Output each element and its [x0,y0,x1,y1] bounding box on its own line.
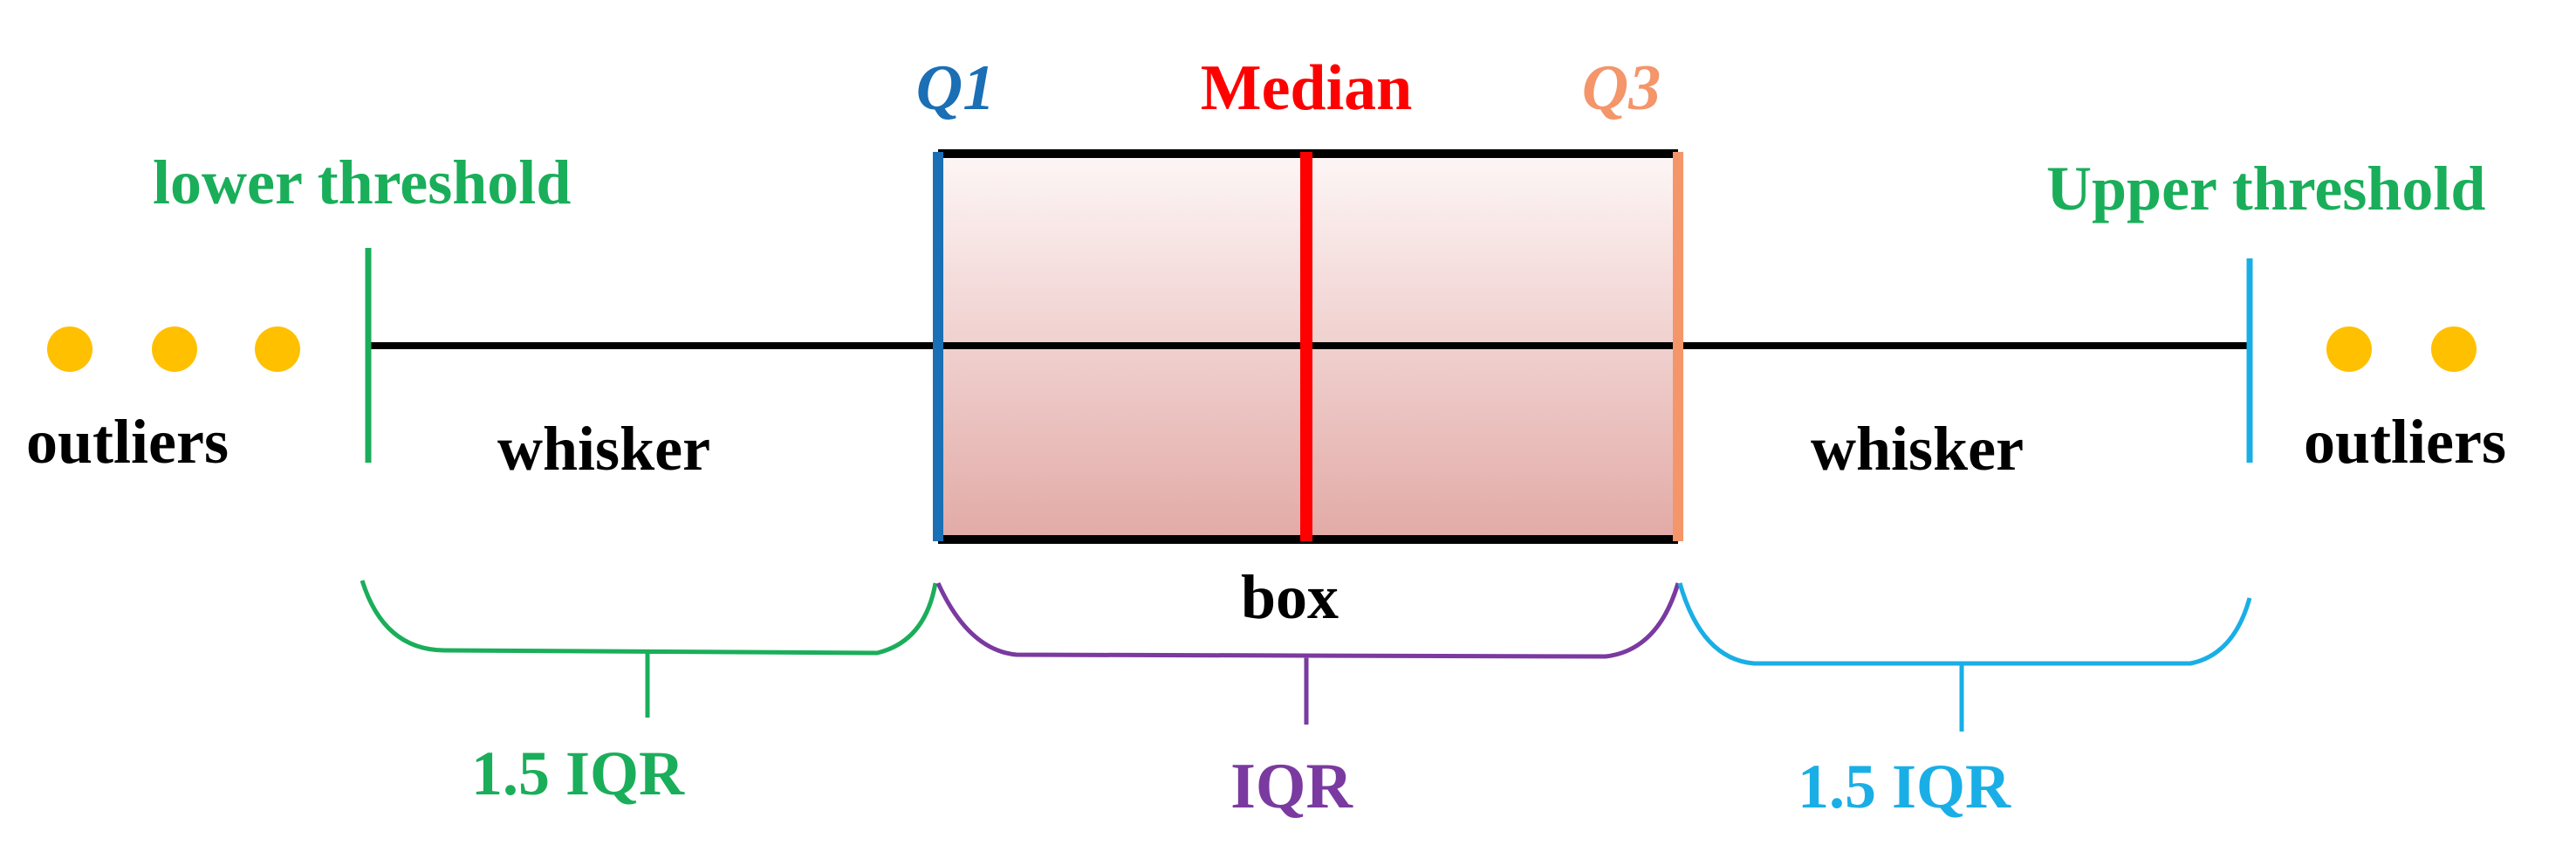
lower-threshold-label: lower threshold [153,148,571,217]
q3-label: Q3 [1582,52,1661,124]
iqr-brace [935,581,1681,725]
median-label: Median [1201,52,1413,124]
whisker-right-label: whisker [1811,414,2024,484]
upper-whisker-brace [1677,582,2252,732]
outliers-left-label: outliers [26,407,229,477]
outlier-point [255,326,300,372]
upper-threshold-label: Upper threshold [2046,154,2485,223]
outliers-right-label: outliers [2304,407,2506,477]
outlier-point [2326,326,2372,372]
whisker-left-label: whisker [497,414,710,484]
q1-label: Q1 [916,52,995,124]
iqr-right-label: 1.5 IQR [1798,752,2011,821]
lower-whisker-brace [360,580,938,718]
outlier-point [152,326,197,372]
box-label: box [1241,562,1339,632]
iqr-left-label: 1.5 IQR [471,739,685,808]
outlier-point [47,326,92,372]
iqr-middle-label: IQR [1230,751,1353,822]
outlier-point [2431,326,2477,372]
